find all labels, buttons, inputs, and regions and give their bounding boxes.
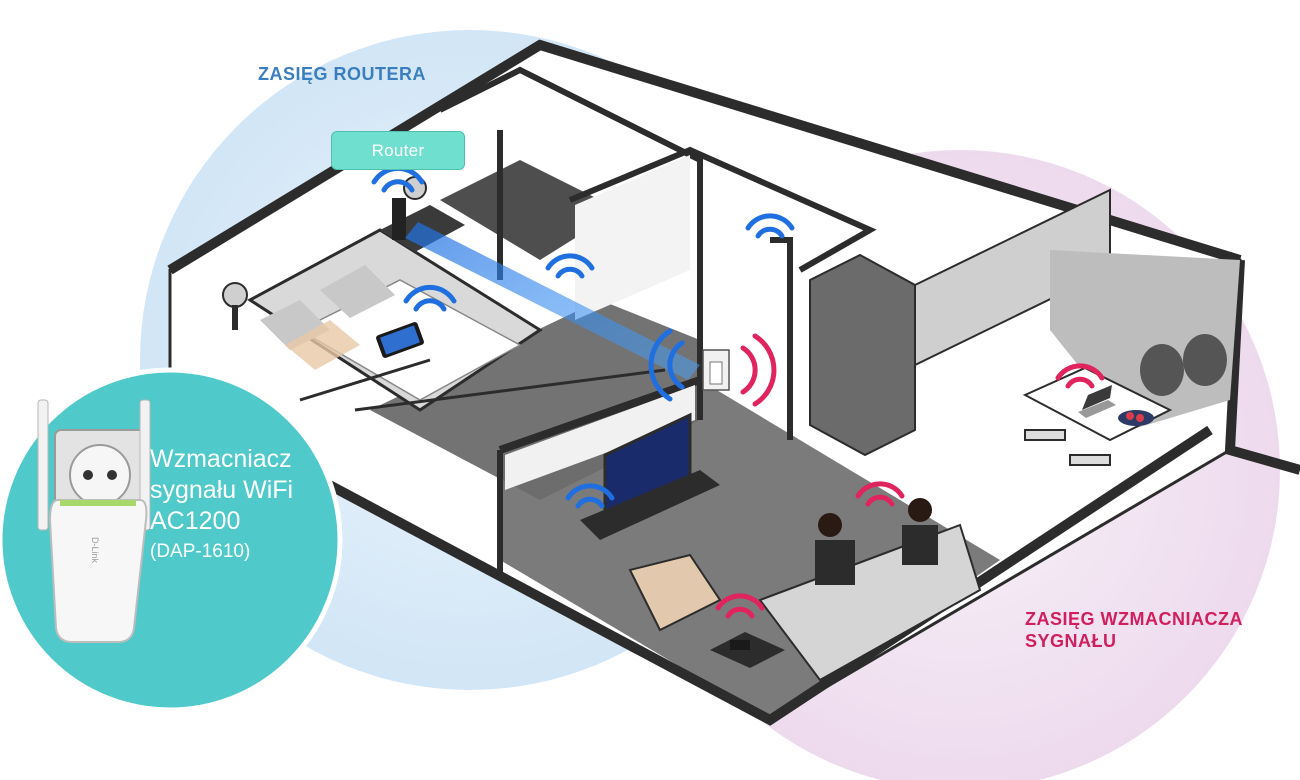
router-chip: Router: [331, 131, 465, 170]
extender-coverage-label-line2: SYGNAŁU: [1025, 631, 1117, 651]
extender-coverage-label-line1: ZASIĘG WZMACNIACZA: [1025, 609, 1243, 629]
extender-title-line2: sygnału WiFi: [150, 476, 294, 504]
extender-inset-caption: Wzmacniacz sygnału WiFi AC1200 (DAP-1610…: [150, 444, 320, 565]
tablet-on-bed: [376, 322, 424, 358]
bathroom-wifi-icon: [745, 213, 795, 239]
router-coverage-label: ZASIĘG ROUTERA: [258, 64, 427, 84]
living-room: [580, 412, 982, 682]
sofa-tablet-wifi-icon: [855, 481, 905, 507]
extender-brand-logo: D-Link: [90, 536, 100, 563]
laptop: [1078, 385, 1116, 418]
extender-outgoing-wifi-icon: [740, 333, 777, 407]
router-chip-label: Router: [371, 140, 425, 160]
extender-inset: [0, 367, 343, 713]
hallway-device-wifi-icon: [545, 253, 595, 279]
laptop-wifi-icon: [1055, 363, 1105, 389]
extender-device: [48, 499, 148, 643]
pointer-line: [354, 368, 666, 412]
extender-on-wall: [702, 349, 730, 391]
tablet-wifi-icon: [403, 284, 457, 312]
kitchen: [809, 188, 1240, 466]
extender-model: (DAP-1610): [150, 541, 251, 562]
extender-title-line3: AC1200: [150, 507, 241, 535]
extender-incoming-wifi-icon: [648, 328, 685, 402]
extender-antenna-left: [37, 399, 49, 531]
extender-title-line1: Wzmacniacz: [150, 445, 292, 473]
side-table-phone-wifi-icon: [715, 593, 765, 619]
extender-coverage-label: ZASIĘG WZMACNIACZA SYGNAŁU: [1025, 608, 1285, 652]
tv-box-wifi-icon: [565, 483, 615, 509]
signal-beam: [405, 222, 700, 380]
